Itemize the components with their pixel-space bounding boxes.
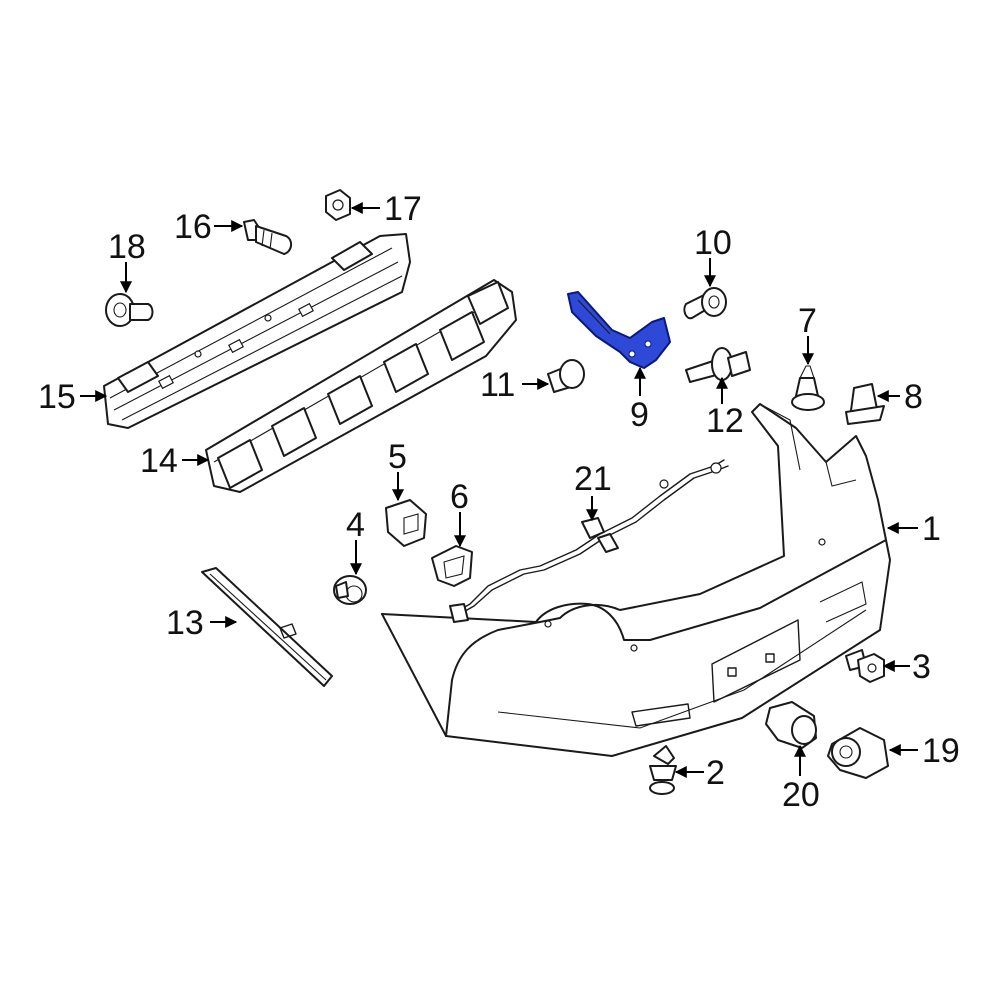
wiring-harness-part-21[interactable] (449, 459, 729, 623)
callout-4[interactable]: 4 (346, 506, 365, 544)
callout-19[interactable]: 19 (922, 732, 960, 770)
callout-3[interactable]: 3 (912, 648, 931, 686)
callout-15[interactable]: 15 (38, 378, 76, 416)
clip-nut-part-8[interactable] (845, 383, 885, 425)
bracket-highlight (567, 291, 671, 369)
retainer-clip-part-5[interactable] (385, 499, 427, 547)
push-pin-part-18[interactable] (105, 293, 154, 327)
callout-11[interactable]: 11 (480, 366, 515, 404)
callout-21[interactable]: 21 (574, 460, 612, 498)
callout-12[interactable]: 12 (706, 402, 744, 440)
bolt-part-3[interactable] (845, 649, 885, 683)
reinforcement-beam-part-15[interactable] (103, 233, 411, 429)
callout-18[interactable]: 18 (108, 228, 146, 266)
push-clip-part-7[interactable] (791, 365, 825, 411)
callout-20[interactable]: 20 (782, 776, 820, 814)
push-fastener-part-2[interactable] (649, 745, 677, 795)
stud-part-16[interactable] (243, 219, 292, 255)
bracket-part-9[interactable] (567, 291, 671, 369)
bolt-part-10[interactable] (683, 287, 727, 320)
callout-13[interactable]: 13 (166, 604, 204, 642)
bracket-clip-part-6[interactable] (431, 545, 473, 587)
callout-14[interactable]: 14 (140, 442, 178, 480)
bumper-cover-part-1[interactable] (381, 403, 891, 757)
energy-absorber-part-14[interactable] (205, 279, 517, 493)
callout-2[interactable]: 2 (706, 754, 725, 792)
callout-16[interactable]: 16 (174, 208, 212, 246)
leader-lines (80, 202, 918, 778)
parking-sensor-part-19[interactable] (827, 727, 889, 779)
side-support-part-13[interactable] (201, 567, 333, 687)
nut-part-17[interactable] (325, 189, 351, 221)
callout-6[interactable]: 6 (450, 478, 469, 516)
callout-10[interactable]: 10 (694, 224, 732, 262)
sensor-bezel-part-20[interactable] (765, 701, 817, 749)
callout-1[interactable]: 1 (922, 510, 941, 548)
bolt-part-12[interactable] (685, 347, 751, 383)
callout-7[interactable]: 7 (798, 302, 817, 340)
grommet-part-4[interactable] (333, 575, 367, 605)
callout-9[interactable]: 9 (630, 396, 649, 434)
callout-8[interactable]: 8 (904, 378, 923, 416)
callout-5[interactable]: 5 (388, 438, 407, 476)
retainer-part-11[interactable] (547, 359, 585, 393)
callout-numbers: 1 2 3 4 5 6 7 8 9 10 11 12 13 14 15 16 1… (38, 190, 960, 814)
callout-17[interactable]: 17 (384, 190, 422, 228)
